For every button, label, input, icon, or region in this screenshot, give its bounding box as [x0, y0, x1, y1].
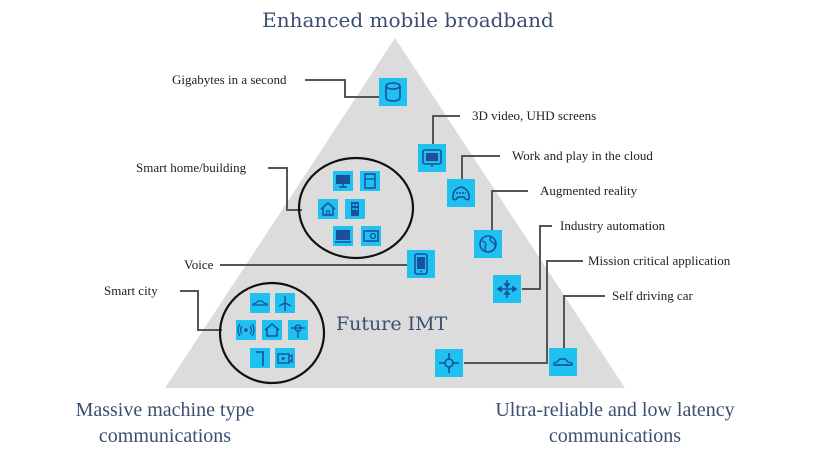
connector-car: [563, 295, 605, 348]
label-smart-city: Smart city: [104, 283, 158, 298]
title-massive-machine-type: Massive machine type communications: [40, 397, 290, 449]
gamepad-icon: [447, 179, 475, 207]
title-urllc-line1: Ultra-reliable and low latency: [495, 399, 735, 421]
connector-ar: [491, 190, 528, 230]
title-mmtc-line1: Massive machine type: [75, 399, 255, 421]
connector-mission: [464, 260, 583, 364]
connector-smart-city: [180, 290, 222, 331]
smart-home-house-icon: [318, 199, 338, 219]
title-enhanced-mobile-broadband: Enhanced mobile broadband: [262, 8, 554, 32]
phone-icon: [407, 250, 435, 278]
arrows-icon: [493, 275, 521, 303]
label-mission: Mission critical application: [588, 253, 731, 268]
connector-video: [432, 115, 460, 145]
title-mmtc-line2: communications: [98, 425, 232, 447]
label-industry: Industry automation: [560, 218, 666, 233]
smart-home-building-icon: [345, 199, 365, 219]
smart-city-camera-icon: [275, 348, 295, 368]
connector-smart-home: [268, 167, 302, 211]
smart-city-turbine-icon: [275, 293, 295, 313]
connector-industry: [522, 225, 552, 290]
connector-lines: [180, 79, 605, 364]
smart-home-circle: [297, 156, 415, 260]
database-icon: [379, 78, 407, 106]
globe-icon: [474, 230, 502, 258]
label-smart-home: Smart home/building: [136, 160, 247, 175]
connector-gigabytes: [305, 79, 380, 98]
label-ar: Augmented reality: [540, 183, 638, 198]
center-label-future-imt: Future IMT: [336, 313, 448, 335]
smart-city-lamp-icon: [288, 320, 308, 340]
title-urllc-line2: communications: [548, 425, 682, 447]
connector-cloud: [461, 155, 500, 180]
car-icon: [549, 348, 577, 376]
smart-city-car-icon: [250, 293, 270, 313]
monitor-icon: [418, 144, 446, 172]
smart-city-signal-icon: [236, 320, 256, 340]
smart-home-appliance-icon: [361, 226, 381, 246]
crosshair-icon: [435, 349, 463, 377]
smart-city-home-icon: [262, 320, 282, 340]
label-cloud: Work and play in the cloud: [512, 148, 653, 163]
label-gigabytes: Gigabytes in a second: [172, 72, 287, 87]
smart-home-tv-icon: [333, 171, 353, 191]
title-ultra-reliable: Ultra-reliable and low latency communica…: [470, 397, 760, 449]
smart-city-streetlight-icon: [250, 348, 270, 368]
label-video: 3D video, UHD screens: [472, 108, 597, 123]
label-car: Self driving car: [612, 288, 693, 303]
smart-city-circle: [218, 281, 326, 385]
label-voice: Voice: [184, 257, 214, 272]
smart-home-fridge-icon: [360, 171, 380, 191]
smart-home-laptop-icon: [333, 226, 353, 246]
